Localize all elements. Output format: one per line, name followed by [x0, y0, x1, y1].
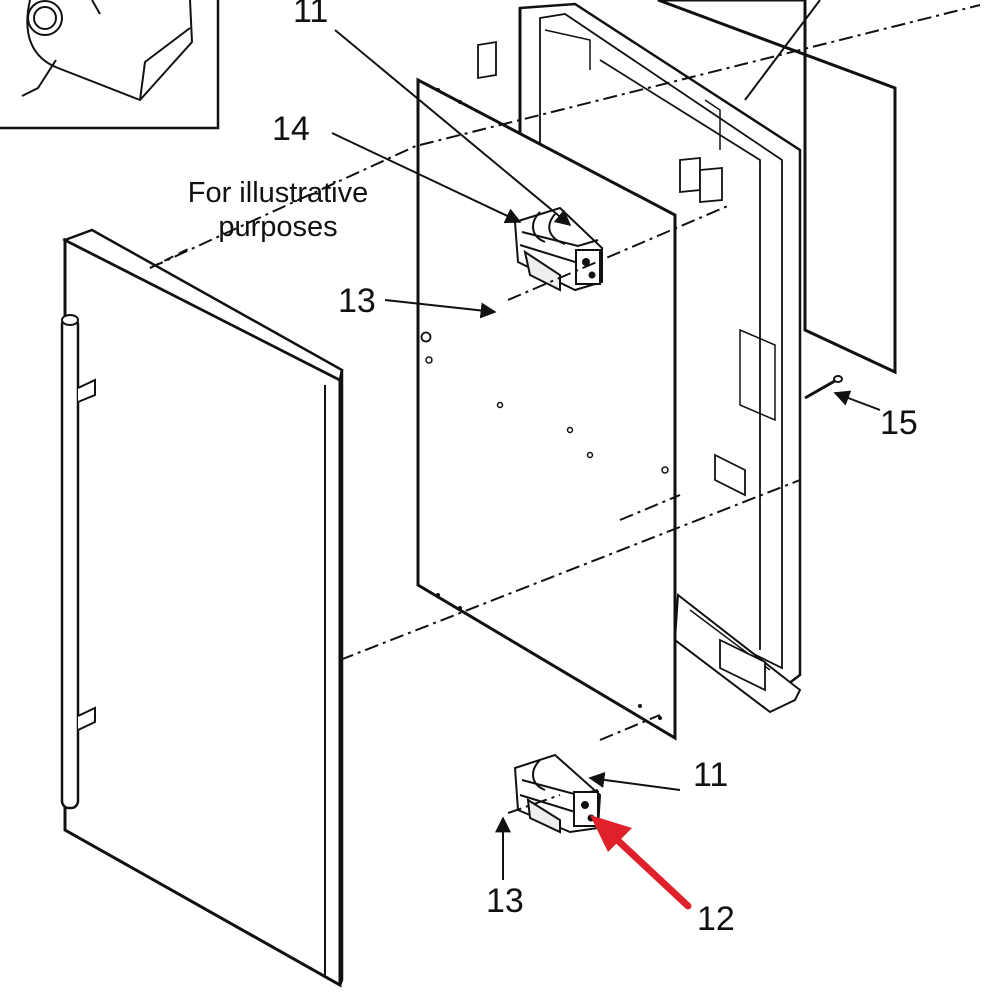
illustrative-note: For illustrative purposes — [168, 176, 388, 244]
callout-12: 12 — [697, 900, 735, 938]
inset-detail — [0, 0, 220, 130]
callout-13-mid: 13 — [338, 282, 376, 320]
front-door — [60, 228, 344, 988]
screw — [804, 375, 843, 400]
callout-15: 15 — [880, 404, 918, 442]
illustrative-note-line2: purposes — [218, 211, 338, 244]
top-hinge — [513, 206, 603, 292]
inner-door-panel — [416, 77, 677, 741]
alignment-lines — [149, 4, 981, 814]
callout-13-bottom: 13 — [486, 882, 524, 920]
leader-lines — [149, 0, 881, 880]
illustrative-note-line1: For illustrative — [187, 177, 369, 209]
bottom-hinge — [513, 753, 602, 834]
callout-11-bottom: 11 — [693, 756, 729, 794]
callout-14: 14 — [272, 110, 310, 148]
back-panel — [657, 0, 897, 375]
callout-11-top: 11 — [293, 0, 329, 30]
highlight-arrow — [590, 815, 692, 910]
